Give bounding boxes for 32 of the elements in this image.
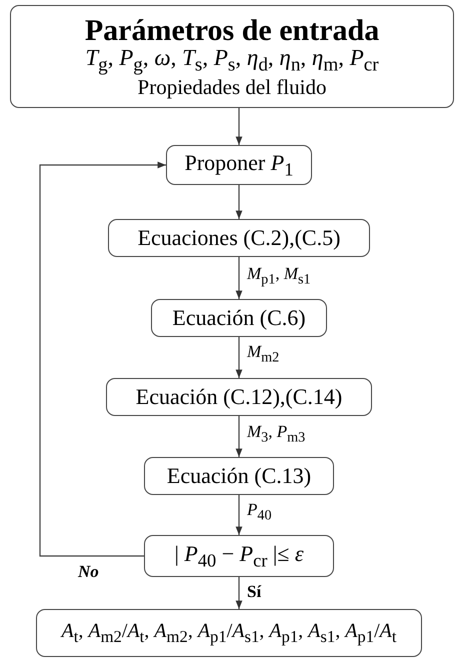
input-parameters-box [10, 5, 454, 108]
node-text: Ecuación (C.13) [166, 464, 312, 488]
edge-label: M$_{p1}$, M$_{s1}$ [247, 265, 311, 288]
node-text: | P$_{40}$ − P$_{cr}$ |≤ ε [174, 542, 304, 570]
arrow [236, 108, 242, 145]
arrow [39, 162, 166, 557]
node-text: Ecuación (C.6) [172, 306, 306, 330]
edge-label: M$_{3}$, P$_{m3}$ [247, 423, 306, 446]
yes-branch-label: Sí [247, 583, 262, 602]
node-text: A$_{t}$, A$_{m2}$/A$_{t}$, A$_{m2}$, A$_{p1}$/A$_{s1}$, A$_{p1}$, A$_{s1}$, A$_{p1}$/A$_{t}$ [62, 620, 396, 646]
arrow [236, 416, 242, 457]
node-text: Ecuaciones (C.2),(C.5) [138, 226, 340, 250]
result-box [36, 609, 422, 657]
arrow [236, 495, 242, 535]
arrow [236, 337, 242, 378]
arrow [236, 185, 242, 219]
edge-label: P$_{40}$ [247, 501, 272, 524]
process-box [144, 457, 334, 495]
arrow [236, 257, 242, 299]
heading-text: Parámetros de entrada [84, 14, 380, 46]
no-branch-label: No [78, 563, 99, 582]
process-box [151, 299, 327, 337]
arrow [236, 577, 242, 609]
process-box [166, 145, 312, 185]
edge-label: M$_{m2}$ [247, 343, 280, 366]
process-box [108, 219, 370, 257]
node-text: Ecuación (C.12),(C.14) [136, 385, 342, 409]
parameter-list: T$_{g}$, P$_{g}$, ω, T$_{s}$, P$_{s}$, η$_{d}$, η$_{n}$, η$_{m}$, P$_{cr}$ [85, 46, 379, 76]
decision-box [144, 535, 334, 577]
process-box [106, 378, 372, 416]
fluid-properties-text: Propiedades del fluido [138, 76, 326, 98]
node-text: Proponer P$_{1}$ [184, 150, 294, 180]
